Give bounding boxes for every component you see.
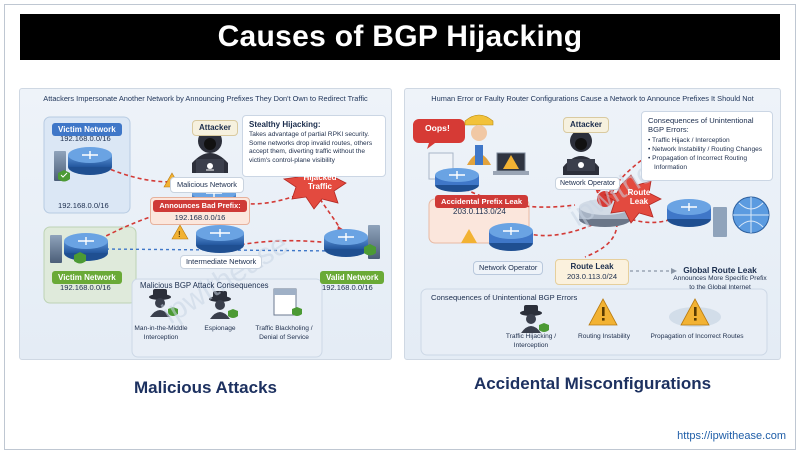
valid-network-tag: Valid Network	[320, 267, 385, 285]
errors-heading-1: Consequences of Unintentional	[648, 116, 754, 125]
footer-url[interactable]: https://ipwithease.com	[677, 430, 786, 442]
stealthy-line-1: Takes advantage of partial RPKI security…	[249, 131, 370, 138]
caption-malicious-attacks: Malicious Attacks	[134, 378, 277, 397]
victim-network-top-tag: Victim Network	[52, 119, 122, 137]
error-item-3-cont: Information	[654, 163, 687, 171]
svg-text:!: !	[178, 230, 181, 239]
attacker-tag-right: Attacker	[563, 117, 610, 134]
victim-bottom-prefix: 192.168.0.0/16	[60, 283, 111, 292]
spy-icon	[520, 305, 549, 333]
right-diagram-graphics: ipwithease	[413, 114, 770, 356]
warning-icon	[588, 298, 618, 326]
network-operator-top-label: Network Operator	[555, 177, 621, 191]
caption-accidental-misconfigurations: Accidental Misconfigurations	[473, 374, 712, 393]
page-title: Causes of BGP Hijacking	[20, 14, 780, 60]
right-panel-header: Human Error or Faulty Router Configurati…	[431, 93, 754, 103]
unintentional-errors-note: Consequences of Unintentional BGP Errors…	[641, 111, 773, 181]
route-leak-prefix: 203.0.113.0/24	[566, 272, 618, 282]
announces-label: Announces Bad Prefix:	[153, 200, 247, 212]
accidental-misconfig-panel: Human Error or Faulty Router Configurati…	[404, 88, 781, 360]
error-item-2: • Network Instability / Routing Changes	[648, 145, 763, 153]
victim-router-bottom	[50, 233, 108, 264]
consequence-routing-instability: Routing Instability	[577, 333, 631, 340]
victim-router-top	[54, 147, 112, 182]
route-leak-box: Route Leak 203.0.113.0/24	[555, 259, 629, 286]
attacker-figure-right	[563, 130, 599, 175]
hijack-path-3	[319, 198, 341, 230]
outer-frame	[4, 4, 796, 450]
announces-prefix: 192.168.0.0/16	[174, 212, 226, 222]
announces-bad-prefix-box: Announces Bad Prefix: 192.168.0.0/16	[150, 197, 250, 226]
error-item-1: • Traffic Hijack / Interception	[648, 136, 730, 144]
left-panel-header: Attackers Impersonate Another Network by…	[43, 93, 368, 103]
hijacked-traffic-label: Hijacked Traffic	[303, 173, 337, 192]
warning-icon	[669, 298, 721, 327]
stealthy-line-2: Some networks drop invalid routes, other…	[249, 139, 373, 147]
router-right	[667, 199, 727, 237]
victim-top-prefix: 192.168.0.0/16	[60, 134, 111, 143]
router-operator-left	[428, 152, 479, 192]
consequences-title-right: Consequences of Unintentional BGP Errors	[431, 293, 578, 302]
malicious-network-label: Malicious Network	[170, 177, 244, 193]
operator-figure	[464, 114, 494, 165]
error-item-3: • Propagation of Incorrect Routing	[648, 154, 748, 162]
consequences-title-left: Malicious BGP Attack Consequences	[140, 281, 269, 290]
stealthy-line-4: victim's control-plane visibility	[249, 156, 335, 164]
consequence-espionage: Espionage	[204, 325, 236, 332]
error-404-badge: 404	[278, 296, 289, 303]
consequence-traffic-hijacking: Traffic Hijacking / Interception	[505, 333, 557, 349]
errors-heading-2: BGP Errors:	[648, 125, 689, 135]
route-leak-burst-label: Route Leak	[627, 188, 651, 206]
laptop-icon	[493, 152, 529, 175]
stealthy-hijacking-note: Stealthy Hijacking: Takes advantage of p…	[242, 115, 386, 177]
router-operator-bottom	[461, 223, 533, 251]
global-route-leak-label: Global Route Leak	[683, 265, 757, 275]
route-leak-burst	[603, 174, 662, 224]
global-desc-2: to the Global Internet	[689, 283, 751, 291]
consequence-mitm: Man-in-the-Middle Interception	[134, 325, 188, 341]
global-route-leak: Global Route Leak Announces More Specifi…	[665, 265, 775, 292]
attacker-tag: Attacker	[192, 117, 239, 137]
stealthy-line-3: accept them, diverting traffic without t…	[249, 148, 366, 156]
valid-router	[324, 225, 380, 259]
spy-icon	[209, 291, 238, 319]
consequence-blackholing: Traffic Blackholing / Denial of Service	[255, 325, 313, 341]
accidental-prefix-leak-tag: Accidental Prefix Leak	[435, 191, 529, 209]
oops-label: Oops!	[425, 123, 450, 133]
consequence-incorrect-routes: Propagation of Incorrect Routes	[650, 333, 744, 340]
spy-icon	[149, 289, 178, 317]
intermediate-router: !	[171, 224, 244, 253]
network-operator-bottom-label: Network Operator	[473, 261, 544, 275]
oops-bubble	[413, 119, 465, 149]
intermediate-network-label: Intermediate Network	[180, 255, 263, 269]
attacker-figure	[192, 129, 228, 173]
stealthy-heading: Stealthy Hijacking:	[249, 120, 321, 129]
accidental-prefix: 203.0.113.0/24	[453, 207, 506, 216]
left-diagram-graphics: ! !	[43, 116, 380, 358]
leak-path-5	[584, 222, 618, 258]
valid-prefix: 192.168.0.0/16	[322, 283, 373, 292]
error-page-icon	[273, 288, 302, 316]
globe-icon	[732, 196, 770, 234]
malicious-attacks-panel: Attackers Impersonate Another Network by…	[19, 88, 392, 360]
victim-network-bottom-tag: Victim Network	[52, 267, 122, 285]
global-desc-1: Announces More Specific Prefix	[673, 275, 767, 282]
victim-top-prefix-bottom: 192.168.0.0/16	[58, 201, 109, 210]
route-leak-label: Route Leak	[570, 262, 614, 271]
global-arrow	[671, 268, 677, 274]
